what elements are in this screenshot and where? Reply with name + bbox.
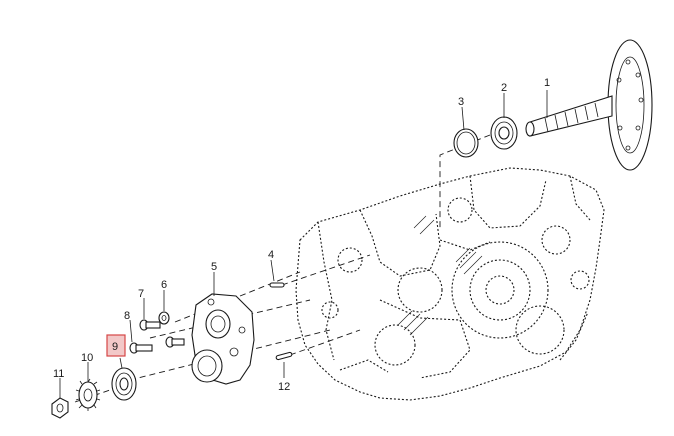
callout-1: 1	[544, 77, 550, 89]
callout-4: 4	[268, 249, 274, 261]
part-7-bolt	[139, 319, 161, 331]
part-11-nut	[51, 397, 69, 419]
transmission-housing	[295, 167, 605, 401]
callout-9-highlight	[106, 334, 126, 357]
callout-3: 3	[458, 96, 464, 108]
part-9-bearing	[111, 367, 137, 401]
callout-12: 12	[278, 381, 290, 393]
callout-5: 5	[211, 261, 217, 273]
part-8-bolt	[129, 336, 185, 354]
callout-2: 2	[501, 82, 507, 94]
callout-10: 10	[81, 352, 93, 364]
callout-8: 8	[124, 310, 130, 322]
callout-6: 6	[161, 279, 167, 291]
callout-11: 11	[53, 368, 64, 380]
part-6-washer	[158, 311, 170, 325]
assembly-lines	[74, 134, 491, 403]
leader-lines	[59, 90, 548, 398]
part-12-pin	[275, 351, 293, 361]
part-5-cover	[191, 293, 255, 385]
hatched-section	[397, 215, 483, 336]
callout-labels: 1 2 3 4 5 6 7 8 9 10 11 12	[53, 77, 550, 393]
callout-9: 9	[112, 341, 118, 353]
callout-7: 7	[138, 288, 144, 300]
part-4-pin	[269, 282, 285, 288]
part-10-gear	[75, 378, 101, 411]
part-2-bearing	[490, 116, 518, 150]
part-3-snap-ring	[453, 128, 479, 158]
part-1-shaft-flange	[525, 39, 653, 171]
